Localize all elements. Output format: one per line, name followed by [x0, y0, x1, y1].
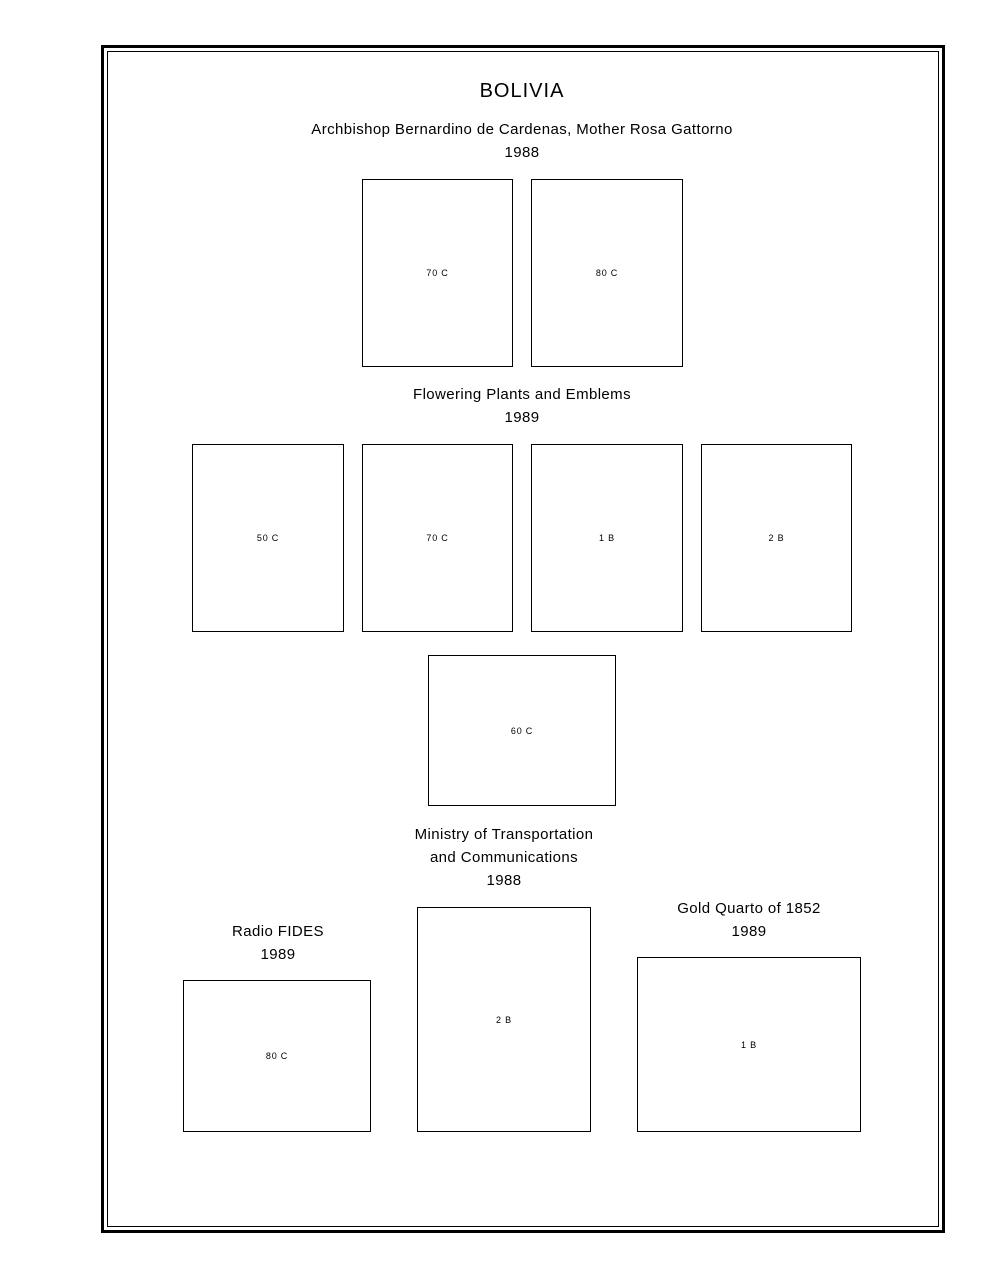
- page-title: BOLIVIA: [479, 80, 565, 102]
- stamp-slot: 60 C: [428, 655, 616, 806]
- stamp-denomination: 1 B: [599, 533, 615, 543]
- page-border-inner: [107, 51, 939, 1227]
- stamp-denomination: 80 C: [265, 1051, 289, 1061]
- section-year-cardenas: 1988: [504, 144, 540, 161]
- section-year-radio: 1989: [260, 946, 296, 963]
- stamp-slot: 1 B: [637, 957, 861, 1132]
- stamp-slot: 80 C: [183, 980, 371, 1132]
- section-title-ministry-line1: Ministry of Transportation: [414, 826, 594, 843]
- stamp-denomination: 60 C: [510, 725, 534, 736]
- stamp-denomination: 2 B: [768, 533, 785, 543]
- stamp-denomination: 80 C: [595, 268, 619, 278]
- stamp-slot: 2 B: [701, 444, 852, 632]
- stamp-denomination: 2 B: [496, 1014, 512, 1025]
- section-title-radio: Radio FIDES: [232, 923, 324, 940]
- stamp-denomination: 70 C: [426, 533, 449, 543]
- stamp-slot: 70 C: [362, 179, 513, 367]
- stamp-slot: 2 B: [417, 907, 591, 1132]
- section-title-cardenas: Archbishop Bernardino de Cardenas, Mothe…: [311, 121, 733, 138]
- stamp-denomination: 70 C: [426, 268, 449, 278]
- stamp-slot: 80 C: [531, 179, 683, 367]
- section-title-gold: Gold Quarto of 1852: [677, 900, 821, 917]
- section-year-gold: 1989: [731, 923, 767, 940]
- stamp-denomination: 1 B: [741, 1039, 757, 1050]
- stamp-slot: 50 C: [192, 444, 344, 632]
- section-year-ministry: 1988: [486, 872, 522, 889]
- section-title-ministry-line2: and Communications: [429, 849, 579, 866]
- stamp-slot: 1 B: [531, 444, 683, 632]
- page-border-outer: [101, 45, 945, 1233]
- stamp-denomination: 50 C: [256, 533, 280, 543]
- section-title-flowering: Flowering Plants and Emblems: [413, 386, 631, 403]
- stamp-slot: 70 C: [362, 444, 513, 632]
- section-year-flowering: 1989: [504, 409, 540, 426]
